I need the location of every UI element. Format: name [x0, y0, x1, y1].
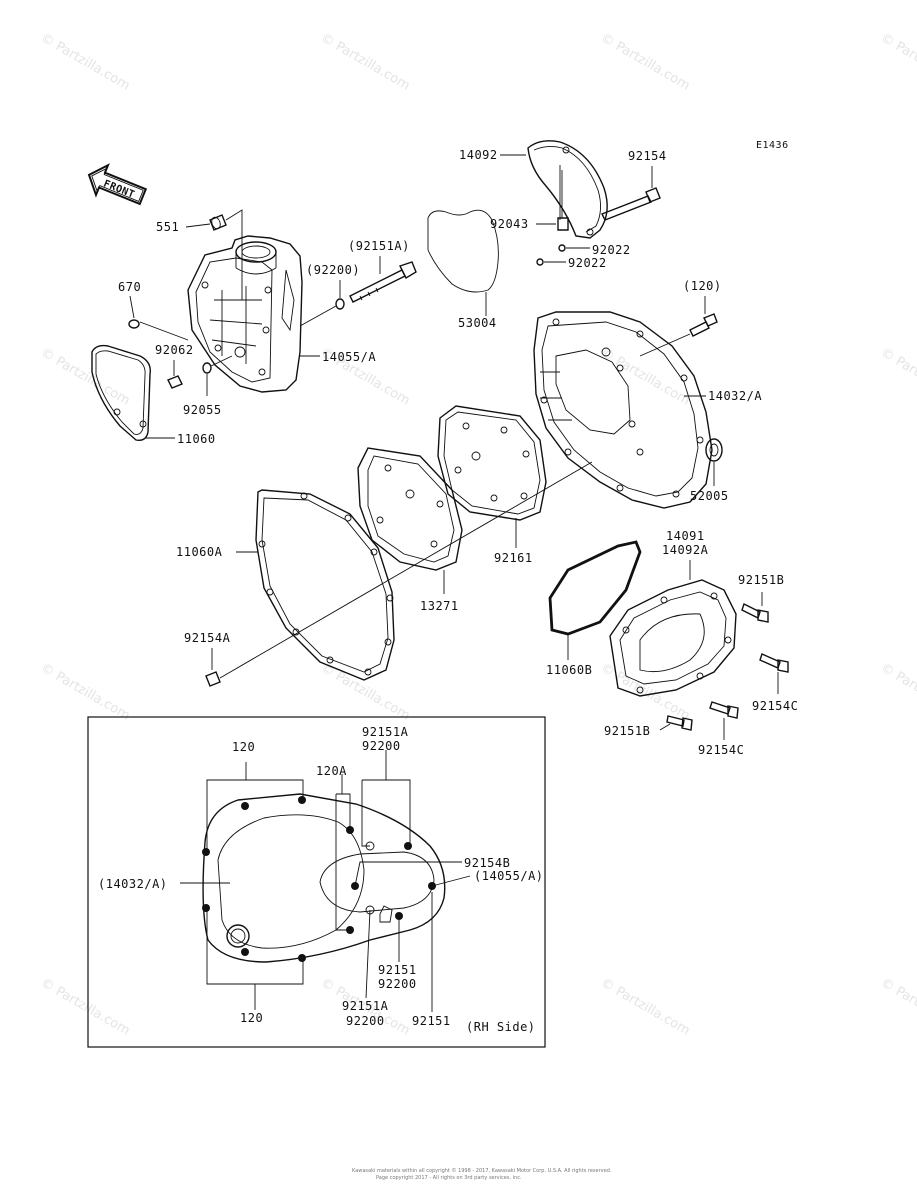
diagram-id: E1436	[756, 140, 789, 151]
bolt-dot-120	[241, 802, 249, 810]
label-120-paren: (120)	[683, 279, 722, 293]
inset-caption: (RH Side)	[466, 1020, 536, 1034]
part-92154a-bolt	[205, 671, 221, 687]
label-551: 551	[156, 220, 179, 234]
inset-label-92151a-top: 92151A	[362, 725, 409, 739]
inset-label-120-top: 120	[232, 740, 255, 754]
watermark: © Partzilla.com	[878, 660, 917, 723]
label-92200-paren: (92200)	[306, 263, 360, 277]
front-arrow-icon: FRONT	[87, 163, 148, 206]
label-92062: 92062	[155, 343, 194, 357]
label-670: 670	[118, 280, 141, 294]
label-52005: 52005	[690, 489, 729, 503]
part-14092-cover	[527, 140, 608, 239]
part-670-oring	[128, 319, 140, 329]
label-14092: 14092	[459, 148, 498, 162]
watermark: © Partzilla.com	[38, 660, 132, 723]
inset-label-92200-mid: 92200	[378, 977, 417, 991]
label-14092a: 14092A	[662, 543, 709, 557]
bolt-dot-120	[241, 948, 249, 956]
part-14055-cover	[187, 235, 303, 393]
watermark: © Partzilla.com	[38, 975, 132, 1038]
bolt-dot-120	[202, 848, 210, 856]
label-53004: 53004	[458, 316, 497, 330]
bolt-dot-120	[298, 954, 306, 962]
watermark-layer: © Partzilla.com © Partzilla.com © Partzi…	[38, 30, 917, 1038]
bolt-dot-92151a	[404, 842, 412, 850]
watermark: © Partzilla.com	[598, 975, 692, 1038]
inset-label-120-bot: 120	[240, 1011, 263, 1025]
part-92154-bolt	[601, 187, 661, 221]
inset-label-120a: 120A	[316, 764, 347, 778]
part-14091-cover	[609, 579, 737, 697]
part-52005-seal	[705, 438, 723, 462]
label-92154a: 92154A	[184, 631, 231, 645]
inset-label-14032a: (14032/A)	[98, 877, 168, 891]
part-92022-washer	[558, 244, 566, 252]
part-120-bolt	[689, 313, 718, 337]
part-11060-gasket	[91, 344, 151, 442]
inset-label-92151-mid: 92151	[378, 963, 417, 977]
part-92151b-bolt	[666, 715, 693, 731]
bolt-dot-120	[202, 904, 210, 912]
label-92055: 92055	[183, 403, 222, 417]
label-92151b-b: 92151B	[604, 724, 650, 738]
part-13271-plate	[357, 447, 463, 571]
label-92154c-a: 92154C	[752, 699, 798, 713]
inset-label-92151a-bot: 92151A	[342, 999, 389, 1013]
inset-label-92200-bot: 92200	[346, 1014, 385, 1028]
inset-label-14055a: (14055/A)	[474, 869, 544, 883]
part-11060b-gasket	[548, 540, 642, 636]
part-53004-gasket	[427, 209, 499, 293]
part-92022-washer	[536, 258, 544, 266]
footer-line-1: Kawasaki materials within all copyright …	[352, 1167, 612, 1174]
part-92151a-bolt	[349, 261, 417, 303]
watermark: © Partzilla.com	[878, 30, 917, 93]
bolt-dot-120	[298, 796, 306, 804]
inset-label-92151-bot: 92151	[412, 1014, 451, 1028]
part-11060a-gasket	[255, 489, 395, 681]
inset-rh-side: 120 92151A 92200 120A 92154B (14032/A) (…	[87, 716, 546, 1048]
label-92022-a: 92022	[592, 243, 631, 257]
label-13271: 13271	[420, 599, 459, 613]
part-92154c-bolt	[709, 701, 739, 719]
part-92043-collar	[557, 170, 569, 231]
label-92154c-b: 92154C	[698, 743, 744, 757]
label-92022-b: 92022	[568, 256, 607, 270]
label-11060b: 11060B	[546, 663, 592, 677]
part-92200-washer	[335, 298, 345, 310]
footer-line-2: Page copyright 2017 - All rights on 3rd …	[376, 1175, 522, 1181]
label-14055a: 14055/A	[322, 350, 376, 364]
watermark: © Partzilla.com	[878, 345, 917, 408]
label-11060a: 11060A	[176, 545, 223, 559]
part-92062-pin	[167, 375, 183, 389]
inset-label-92154b: 92154B	[464, 856, 510, 870]
part-551-dowel	[209, 214, 227, 231]
watermark: © Partzilla.com	[38, 30, 132, 93]
part-92161-gasket	[437, 405, 547, 521]
label-14032a: 14032/A	[708, 389, 762, 403]
label-92151b-a: 92151B	[738, 573, 784, 587]
label-92161: 92161	[494, 551, 533, 565]
watermark: © Partzilla.com	[38, 345, 132, 408]
watermark: © Partzilla.com	[598, 660, 692, 723]
part-92055-oring	[202, 362, 212, 374]
inset-label-92200-top: 92200	[362, 739, 401, 753]
part-92151b-bolt	[741, 603, 769, 623]
part-14032-cover	[533, 311, 713, 509]
label-92154: 92154	[628, 149, 667, 163]
watermark: © Partzilla.com	[878, 975, 917, 1038]
watermark: © Partzilla.com	[318, 30, 412, 93]
label-92043: 92043	[490, 217, 529, 231]
part-92154c-bolt	[759, 653, 789, 673]
watermark: © Partzilla.com	[318, 660, 412, 723]
label-14091: 14091	[666, 529, 705, 543]
watermark: © Partzilla.com	[598, 30, 692, 93]
label-92151a-paren: (92151A)	[348, 239, 410, 253]
label-11060: 11060	[177, 432, 216, 446]
